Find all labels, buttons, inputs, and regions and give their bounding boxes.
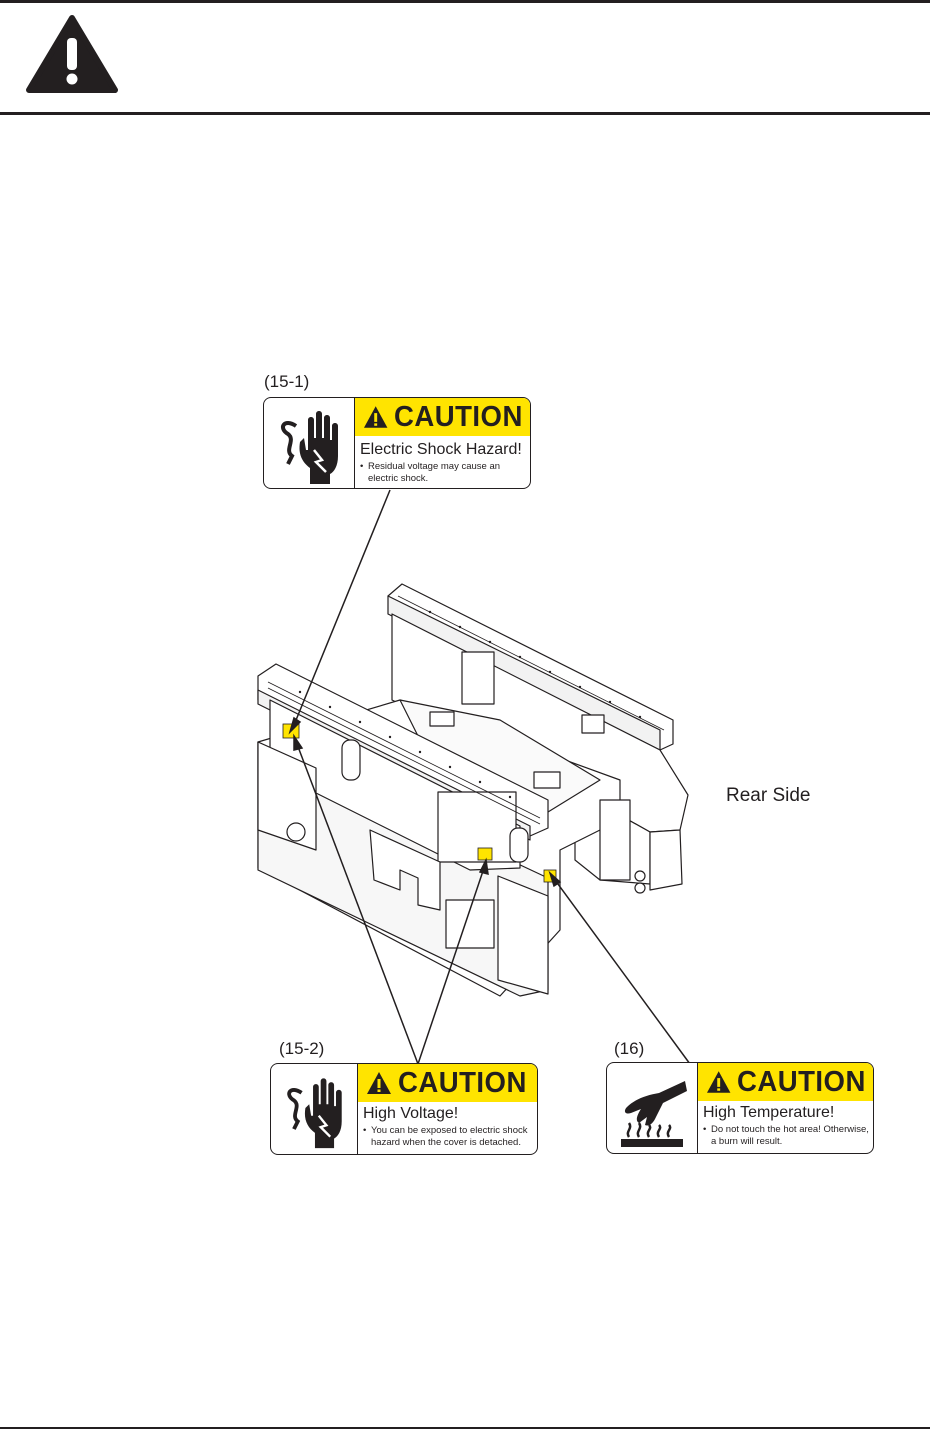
label-note: • You can be exposed to electric shock h… [371, 1125, 528, 1149]
caution-triangle-icon [706, 1070, 731, 1094]
label-note: • Do not touch the hot area! Otherwise, … [711, 1124, 869, 1148]
label-note: • Residual voltage may cause an electric… [368, 461, 500, 485]
caution-label-15-1: CAUTION Electric Shock Hazard! • Residua… [263, 397, 531, 489]
callout-15-2: (15-2) [279, 1039, 324, 1059]
label-title: High Temperature! [703, 1104, 834, 1122]
label-title: High Voltage! [363, 1105, 458, 1123]
caution-label-15-2: CAUTION High Voltage! • You can be expos… [270, 1063, 538, 1155]
label-title: Electric Shock Hazard! [360, 441, 522, 459]
caution-label-16: CAUTION High Temperature! • Do not touch… [606, 1062, 874, 1154]
hot-surface-hand-icon [607, 1063, 697, 1153]
signal-word: CAUTION [398, 1067, 527, 1100]
electric-shock-hand-icon [271, 1064, 357, 1154]
caution-triangle-icon [366, 1071, 392, 1095]
electric-shock-hand-icon [264, 398, 354, 488]
signal-word: CAUTION [394, 401, 523, 434]
callout-16: (16) [614, 1039, 644, 1059]
caution-triangle-icon [363, 405, 388, 429]
callout-15-1: (15-1) [264, 372, 309, 392]
signal-word: CAUTION [737, 1066, 866, 1099]
bottom-rule [0, 1427, 930, 1429]
rear-side-label: Rear Side [726, 785, 811, 807]
